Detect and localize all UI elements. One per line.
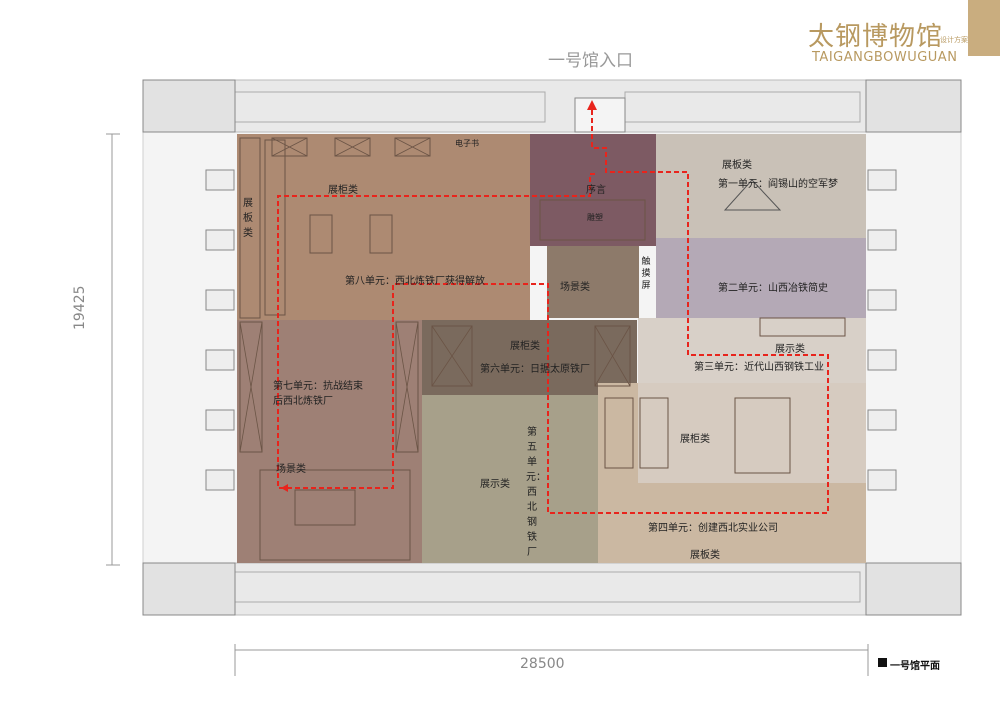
unit6-scene-label: 场景类 — [560, 282, 590, 293]
unit2-title: 第二单元：山西冶铁简史 — [718, 283, 828, 294]
unit7-scene-label: 场景类 — [276, 464, 306, 475]
right-columns — [867, 169, 897, 491]
dimension-width: 28500 — [520, 656, 565, 672]
entrance-label: 一号馆入口 — [548, 51, 633, 71]
unit3-display-label: 展示类 — [775, 344, 805, 355]
unit6-cabinet-label: 展柜类 — [510, 341, 540, 352]
pier-bottom-left — [142, 562, 236, 616]
pier-bottom-right — [865, 562, 962, 616]
touch-screen-label: 触摸屏 — [641, 257, 651, 291]
zone-unit2 — [656, 238, 866, 318]
plan-caption: 一号馆平面 — [890, 661, 940, 672]
unit8-title: 第八单元：西北炼铁厂获得解放 — [345, 276, 485, 287]
museum-title-en: TAIGANGBOWUGUAN — [812, 50, 958, 65]
unit4-title: 第四单元：创建西北实业公司 — [648, 523, 778, 534]
route-arrow-mid — [281, 484, 288, 492]
unit1-board-label: 展板类 — [722, 160, 752, 171]
unit7-title-line1: 第七单元：抗战结束 — [273, 381, 363, 392]
pier-top-left — [142, 79, 236, 133]
zone-unit7 — [237, 320, 422, 563]
unit8-board-label: 展板类 — [243, 198, 253, 239]
unit4-cabinet-label: 展柜类 — [680, 434, 710, 445]
unit8-cabinet-label: 展柜类 — [328, 185, 358, 196]
zone-unit1 — [656, 134, 866, 238]
bottom-wall — [142, 562, 962, 616]
unit1-installation — [723, 179, 782, 211]
zone-preface — [530, 134, 656, 246]
preface-label: 序言 — [586, 185, 606, 196]
unit7-title-line2: 后西北炼铁厂 — [273, 396, 333, 407]
caption-square-icon — [878, 658, 887, 667]
unit4-board-label: 展板类 — [690, 550, 720, 561]
zone-unit8 — [237, 134, 530, 320]
unit5-title: 第五单元：西北钢铁厂 — [526, 427, 546, 558]
route-arrow-start — [587, 100, 597, 110]
visitor-route — [277, 102, 829, 514]
cabinets — [239, 137, 846, 561]
top-wall — [142, 79, 962, 133]
entrance-door — [574, 97, 626, 133]
cabinet-diagonals — [239, 137, 631, 453]
unit3-title: 第三单元：近代山西钢铁工业 — [694, 362, 824, 373]
brand-accent-bar — [968, 0, 1000, 56]
unit6-title: 第六单元：日据太原铁厂 — [480, 364, 590, 375]
unit5-display-label: 展示类 — [480, 479, 510, 490]
ebook-label: 电子书 — [455, 139, 479, 148]
sculpture-label: 雕塑 — [587, 213, 603, 222]
zone-scene-6 — [547, 246, 639, 318]
dimension-height: 19425 — [72, 285, 88, 330]
zone-unit3 — [638, 318, 866, 383]
unit1-title: 第一单元：阎锡山的空军梦 — [718, 179, 838, 190]
museum-subtitle: 设计方案 — [940, 36, 968, 44]
dimension-lines — [106, 133, 869, 676]
zone-unit5 — [422, 395, 598, 563]
left-columns — [205, 169, 235, 491]
zone-unit6 — [422, 320, 637, 395]
pier-top-right — [865, 79, 962, 133]
museum-title: 太钢博物馆 — [808, 22, 944, 52]
